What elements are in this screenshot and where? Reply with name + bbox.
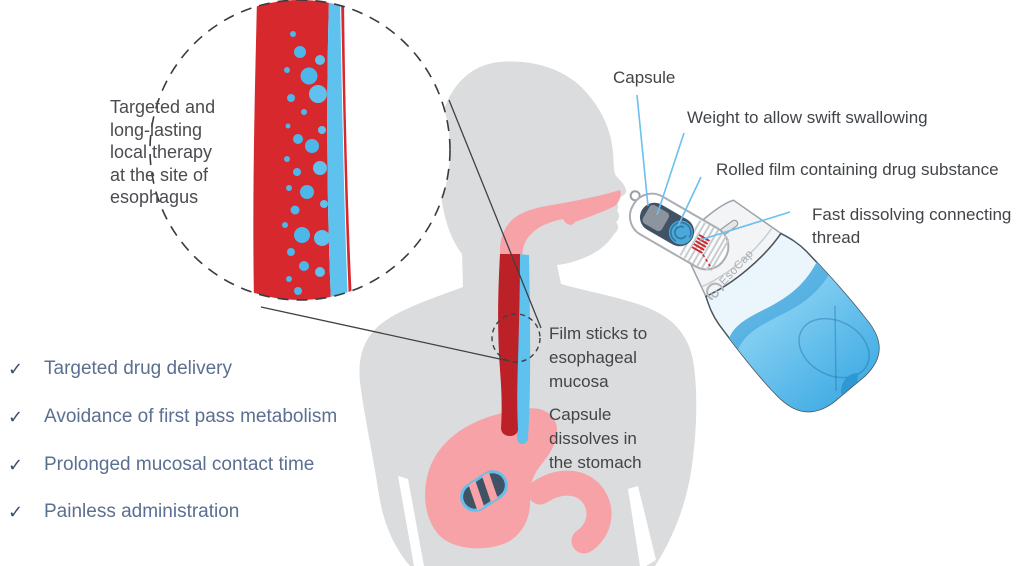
benefit-label: Targeted drug delivery	[44, 358, 232, 379]
duodenum	[527, 470, 612, 554]
benefit-item: ✓ Painless administration	[0, 501, 420, 531]
magnifier-cone-line-lower	[260, 306, 510, 362]
connecting-thread	[691, 234, 710, 254]
benefit-item: ✓ Prolonged mucosal contact time	[0, 454, 420, 484]
magnifier-circle	[149, 0, 451, 301]
checkmark-icon: ✓	[8, 502, 24, 522]
right-arm-notch	[628, 486, 656, 566]
drug-bubbles	[282, 31, 319, 295]
pharynx	[500, 190, 621, 260]
left-arm-notch	[398, 476, 424, 566]
magnifier-caption: Targeted and long-lasting local therapy …	[110, 97, 216, 207]
leader-weight	[656, 132, 685, 216]
magnifier-cone-line-upper	[448, 99, 542, 329]
benefit-label: Painless administration	[44, 501, 240, 522]
label-film-sticks: Film sticks to esophageal mucosa	[549, 324, 648, 391]
label-capsule: Capsule	[613, 68, 676, 87]
benefit-item: ✓ Avoidance of first pass metabolism	[0, 406, 420, 436]
benefit-item: ✓ Targeted drug delivery	[0, 358, 420, 388]
capsule-weight	[642, 204, 670, 232]
leader-lines	[636, 94, 791, 241]
checkmark-icon: ✓	[8, 359, 24, 379]
esophagus-film	[498, 254, 520, 436]
label-thread: Fast dissolving connecting thread	[812, 205, 1012, 247]
benefit-label: Avoidance of first pass metabolism	[44, 406, 338, 427]
benefit-label: Prolonged mucosal contact time	[44, 454, 315, 475]
leader-capsule	[636, 94, 649, 207]
leader-rolled-film	[677, 176, 702, 227]
dissolving-capsule	[460, 469, 508, 514]
label-capsule-dissolves: Capsule dissolves in the stomach	[549, 405, 642, 472]
capsule-assembly	[628, 190, 730, 272]
label-rolled-film: Rolled film containing drug substance	[716, 160, 999, 179]
highlight-circle	[491, 313, 541, 363]
checkmark-icon: ✓	[8, 455, 24, 475]
esophagus-film-stripe	[517, 254, 531, 444]
label-weight: Weight to allow swift swallowing	[687, 108, 928, 127]
rolled-film	[668, 220, 693, 245]
leader-thread	[699, 211, 791, 241]
checkmark-icon: ✓	[8, 407, 24, 427]
